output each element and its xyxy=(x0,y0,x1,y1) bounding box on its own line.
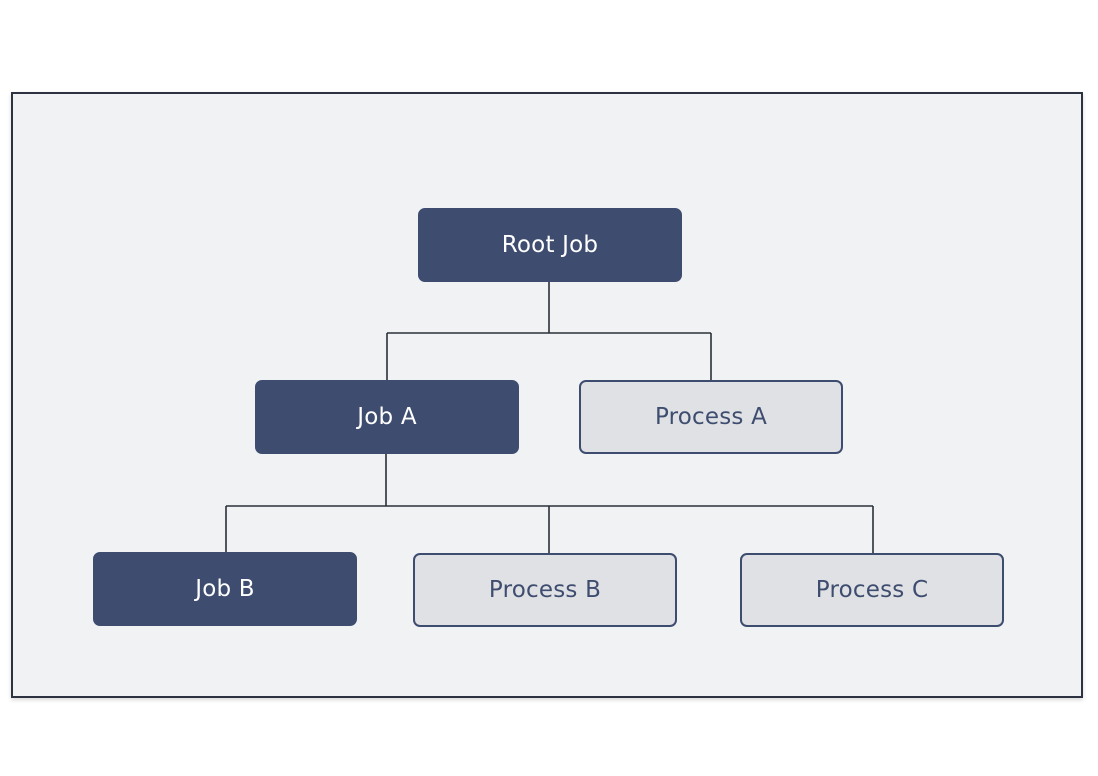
node-label: Process B xyxy=(488,577,602,603)
node-process-c: Process C xyxy=(740,553,1004,627)
node-label: Job A xyxy=(357,404,417,430)
node-job-a: Job A xyxy=(255,380,519,454)
node-job-b: Job B xyxy=(93,552,357,626)
node-label: Job B xyxy=(195,576,255,602)
node-root-job: Root Job xyxy=(418,208,682,282)
node-label: Root Job xyxy=(501,232,599,258)
node-label: Process A xyxy=(654,404,768,430)
node-process-a: Process A xyxy=(579,380,843,454)
node-process-b: Process B xyxy=(413,553,677,627)
node-label: Process C xyxy=(815,577,929,603)
